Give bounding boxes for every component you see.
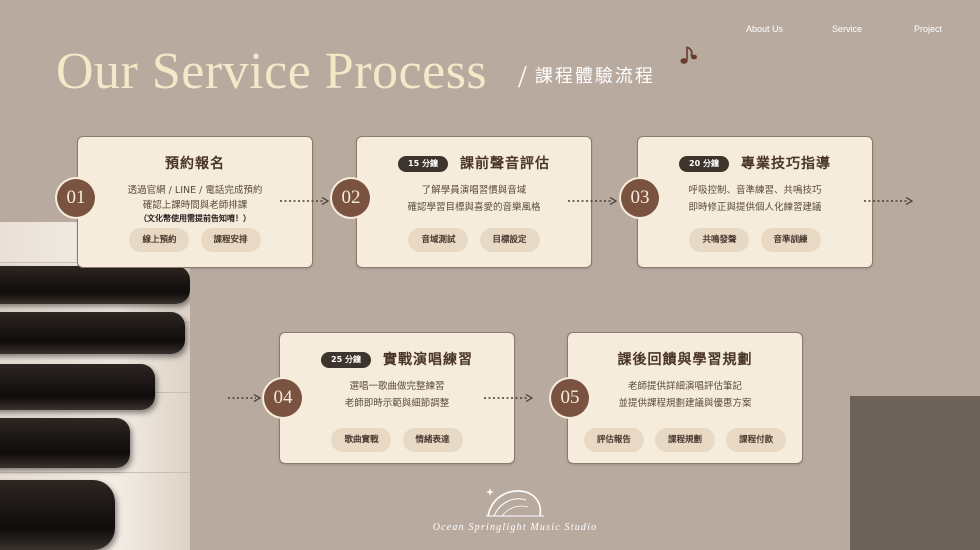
step-description: 選唱一歌曲做完整練習 老師即時示範與細節調整 [280,378,514,412]
step-number-05: 05 [551,379,589,417]
arrow-right-icon [280,197,330,205]
chip[interactable]: 課程付款 [726,428,787,452]
step-title: 課後回饋與學習規劃 [617,352,753,368]
music-note-icon [680,46,697,64]
step-line: 了解學員演唱習慣與音域 [421,185,527,196]
chip[interactable]: 情緒表達 [402,428,463,452]
nav-service[interactable]: Service [832,24,863,34]
duration-badge: 15 分鐘 [398,156,448,172]
step-title: 實戰演唱練習 [382,352,473,368]
step-card-02: 15 分鐘課前聲音評估 了解學員演唱習慣與音域 確認學習目標與喜愛的音樂風格 音… [356,136,592,268]
subtitle-text: 課程體驗流程 [534,66,655,87]
piano-keys-image [0,222,190,550]
step-title: 專業技巧指導 [740,156,831,172]
chip[interactable]: 共鳴發聲 [689,228,750,252]
studio-logo: Ocean Springlight Music Studio [430,480,600,540]
chip[interactable]: 課程規劃 [654,428,715,452]
top-nav: About Us Service Project [680,24,980,38]
chip-group: 共鳴發聲 音準訓練 [638,227,872,252]
studio-name: Ocean Springlight Music Studio [432,522,598,533]
logo-wave-icon [486,488,544,517]
page-subtitle: /課程體驗流程 [518,58,655,95]
chip-group: 線上預約 課程安排 [78,227,312,252]
step-line: 確認學習目標與喜愛的音樂風格 [407,202,541,213]
title-slash: / [518,58,529,94]
step-line: 老師提供詳細演唱評估筆記 [627,381,742,392]
chip[interactable]: 評估報告 [583,428,644,452]
chip-group: 音域測試 目標設定 [357,227,591,252]
step-card-01: 預約報名 透過官網 / LINE / 電話完成預約 確認上課時間與老師排課 （文… [77,136,313,268]
step-line: 老師即時示範與細節調整 [344,398,450,409]
step-line: 呼吸控制、音準練習、共鳴技巧 [688,185,822,196]
step-description: 透過官網 / LINE / 電話完成預約 確認上課時間與老師排課 （文化幣使用需… [78,182,312,225]
chip[interactable]: 線上預約 [129,228,190,252]
step-number-03: 03 [621,179,659,217]
chip[interactable]: 課程安排 [200,228,261,252]
chip[interactable]: 音域測試 [408,228,469,252]
step-number-02: 02 [332,179,370,217]
arrow-right-icon [568,197,618,205]
chip[interactable]: 音準訓練 [760,228,821,252]
nav-project[interactable]: Project [914,24,943,34]
arrow-right-icon [864,197,914,205]
page-title: Our Service Process [56,43,488,100]
arrow-right-icon [228,394,262,402]
arrow-right-icon [484,394,534,402]
step-number-04: 04 [264,379,302,417]
duration-badge: 20 分鐘 [679,156,729,172]
step-title: 預約報名 [165,156,225,172]
step-line: 即時修正與提供個人化練習建議 [688,202,822,213]
step-description: 老師提供詳細演唱評估筆記 並提供課程規劃建議與優惠方案 [568,378,802,412]
step-card-04: 25 分鐘實戰演唱練習 選唱一歌曲做完整練習 老師即時示範與細節調整 歌曲實戰 … [279,332,515,464]
chip[interactable]: 目標設定 [479,228,540,252]
step-line: 確認上課時間與老師排課 [142,200,248,211]
decorative-block [850,396,980,550]
step-line: 並提供課程規劃建議與優惠方案 [618,398,752,409]
step-number-01: 01 [57,179,95,217]
step-card-03: 20 分鐘專業技巧指導 呼吸控制、音準練習、共鳴技巧 即時修正與提供個人化練習建… [637,136,873,268]
step-note: （文化幣使用需提前告知唷！） [139,214,251,223]
step-title: 課前聲音評估 [459,156,550,172]
chip[interactable]: 歌曲實戰 [331,428,392,452]
step-line: 透過官網 / LINE / 電話完成預約 [127,185,263,196]
step-description: 呼吸控制、音準練習、共鳴技巧 即時修正與提供個人化練習建議 [638,182,872,216]
chip-group: 歌曲實戰 情緒表達 [280,427,514,452]
step-line: 選唱一歌曲做完整練習 [349,381,445,392]
nav-about-us[interactable]: About Us [746,24,784,34]
step-card-05: 課後回饋與學習規劃 老師提供詳細演唱評估筆記 並提供課程規劃建議與優惠方案 評估… [567,332,803,464]
chip-group: 評估報告 課程規劃 課程付款 [568,427,802,452]
step-description: 了解學員演唱習慣與音域 確認學習目標與喜愛的音樂風格 [357,182,591,216]
duration-badge: 25 分鐘 [321,352,371,368]
